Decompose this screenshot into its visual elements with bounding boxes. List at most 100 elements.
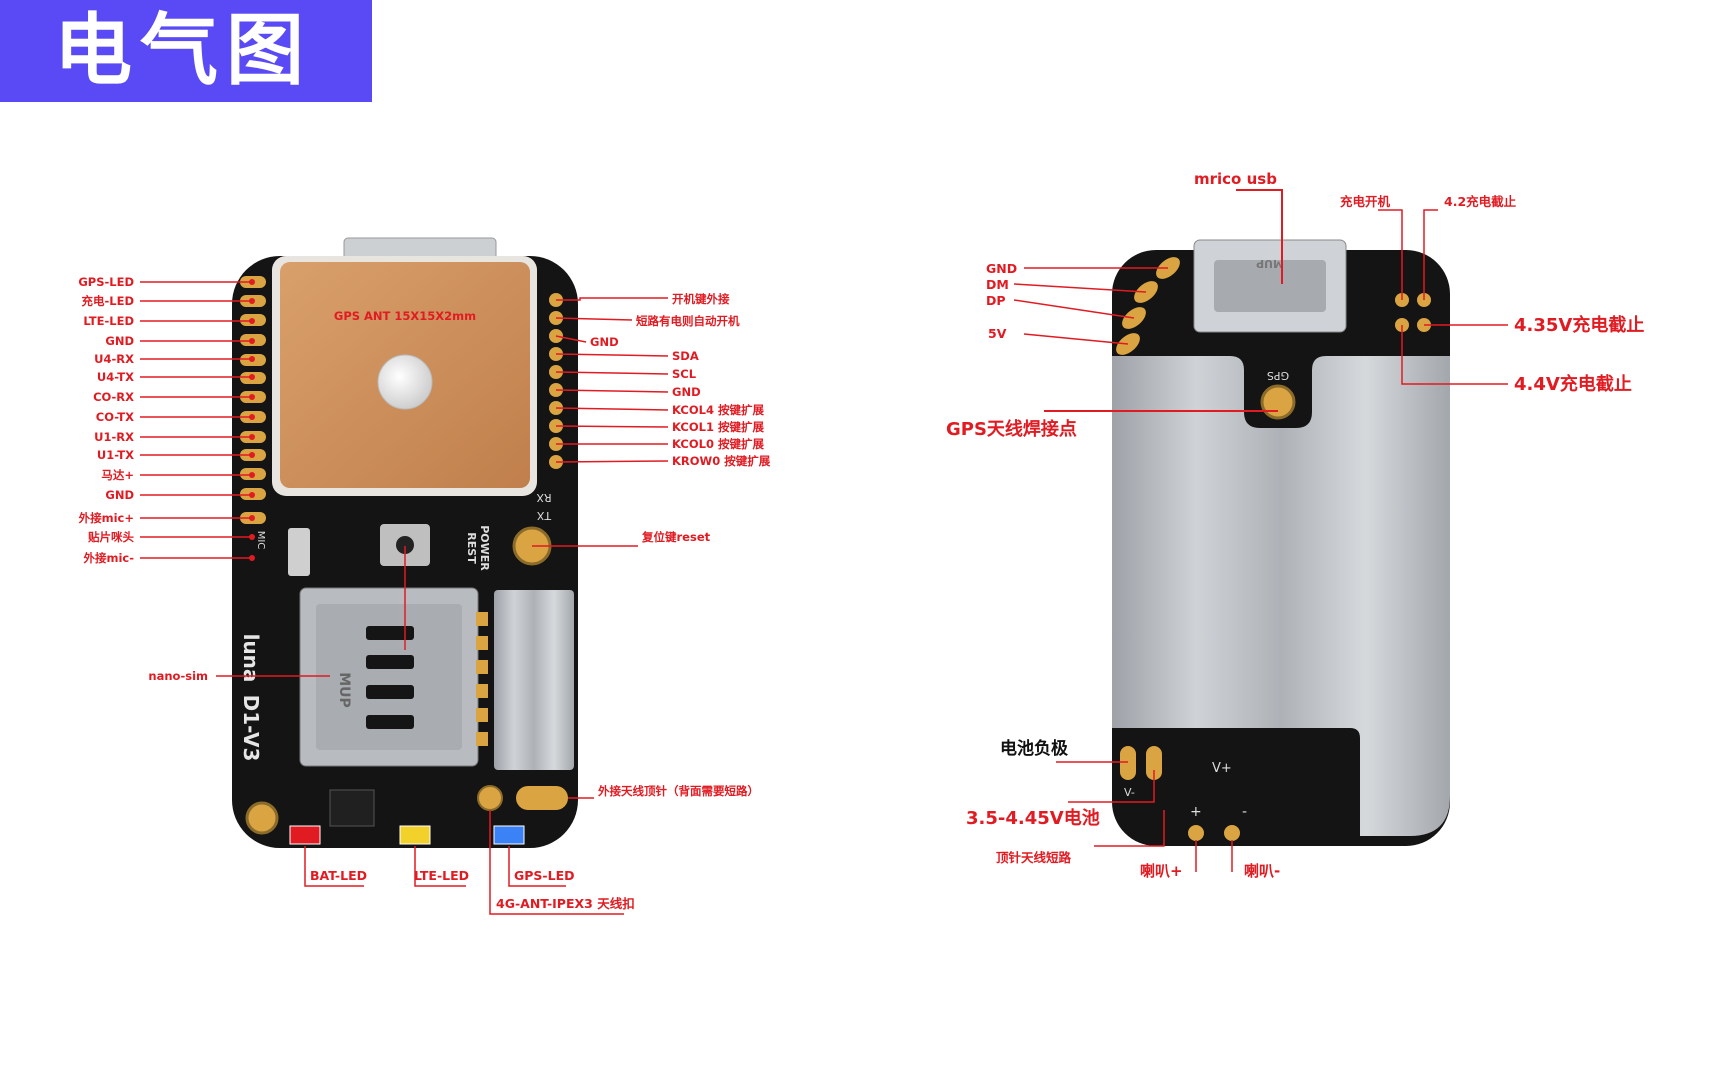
- silk-vminus: V-: [1124, 786, 1135, 799]
- silk-vplus: V+: [1212, 761, 1232, 776]
- silk-usb: MUP: [1256, 257, 1284, 270]
- gps-led: [493, 825, 525, 845]
- front-left-label: 马达+: [101, 468, 134, 482]
- silk-tx: TX: [536, 509, 552, 522]
- leader-dot: [249, 394, 255, 400]
- leader-dot: [249, 338, 255, 344]
- silk-power: POWER: [478, 525, 491, 571]
- label-lte-led: LTE-LED: [414, 868, 469, 883]
- mount-pad: [245, 801, 279, 835]
- label-batt-neg: 电池负极: [1000, 738, 1068, 759]
- label-spk-plus: 喇叭+: [1140, 862, 1183, 880]
- label-back-dp: DP: [986, 293, 1006, 308]
- leader-dot: [249, 356, 255, 362]
- silk-sim: MUP: [336, 672, 352, 708]
- leader-dot: [249, 298, 255, 304]
- front-left-label: GND: [105, 334, 134, 348]
- front-right-label: KCOL1 按键扩展: [672, 420, 764, 434]
- metal-shield: [1112, 356, 1450, 836]
- silk-gps: GPS: [1267, 369, 1289, 382]
- title-banner: 电气图: [0, 0, 372, 102]
- front-right-label: GND: [672, 385, 701, 399]
- label-42: 4.2充电截止: [1444, 194, 1517, 209]
- power-button-cap: [396, 536, 414, 554]
- leader-dot: [249, 534, 255, 540]
- leader-line: [555, 317, 633, 321]
- front-left-labels: GPS-LED充电-LEDLTE-LEDGNDU4-RXU4-TXCO-RXCO…: [78, 275, 406, 683]
- label-435: 4.35V充电截止: [1514, 314, 1644, 336]
- leader-line: [555, 389, 669, 393]
- label-charge-switch: 充电开机: [1340, 194, 1391, 209]
- leader-dot: [249, 452, 255, 458]
- leader-line: [555, 425, 669, 428]
- bottom-ic: [329, 789, 375, 827]
- leader-dot: [249, 434, 255, 440]
- leader-dot: [249, 492, 255, 498]
- front-left-label: CO-TX: [96, 410, 134, 424]
- board-front: GPS ANT 15X15X2mm REST POWER RX TX MIC M…: [232, 237, 578, 848]
- front-right-label: 开机键外接: [672, 292, 730, 306]
- leader-dot: [249, 555, 255, 561]
- leader-dot: [249, 279, 255, 285]
- front-left-label: 外接mic+: [78, 511, 134, 525]
- leader-line: [555, 407, 669, 411]
- front-right-label: SCL: [672, 367, 697, 381]
- leader-dot: [249, 515, 255, 521]
- lte-module-pads: [476, 612, 488, 746]
- leader-line: [555, 335, 587, 343]
- silk-plus: +: [1190, 804, 1202, 820]
- gps-module-text: GPS ANT 15X15X2mm: [334, 309, 476, 323]
- front-left-label: GPS-LED: [78, 275, 134, 289]
- label-mrico-usb: mrico usb: [1194, 170, 1277, 188]
- leader-dot: [249, 374, 255, 380]
- front-right-label: KROW0 按键扩展: [672, 454, 771, 468]
- leader-line: [555, 353, 669, 357]
- bat-led: [289, 825, 321, 845]
- label-44: 4.4V充电截止: [1514, 373, 1632, 395]
- front-right-label: GND: [590, 335, 619, 349]
- label-ant-short: 顶针天线短路: [996, 850, 1072, 865]
- silk-rx: RX: [536, 491, 552, 504]
- label-back-gnd: GND: [986, 261, 1017, 276]
- front-left-label: U4-TX: [97, 370, 134, 384]
- battery-pads: [1120, 746, 1240, 841]
- front-left-label: 贴片咪头: [87, 530, 134, 544]
- lte-led: [399, 825, 431, 845]
- label-gps-pad: GPS天线焊接点: [946, 418, 1077, 440]
- leader-line: [555, 460, 669, 463]
- front-right-label: KCOL0 按键扩展: [672, 437, 764, 451]
- ipex-connector: [477, 785, 503, 811]
- label-back-dm: DM: [986, 277, 1009, 292]
- front-left-label: 外接mic-: [82, 551, 134, 565]
- gps-antenna-solder-pad: [1260, 384, 1296, 420]
- leader-line: [556, 297, 668, 301]
- front-left-label: CO-RX: [93, 390, 134, 404]
- silk-mic: MIC: [255, 531, 266, 550]
- front-left-label: U1-TX: [97, 448, 134, 462]
- silk-minus: -: [1242, 804, 1247, 820]
- label-gps-led: GPS-LED: [514, 868, 575, 883]
- leader-dot: [249, 414, 255, 420]
- leader-dot: [249, 472, 255, 478]
- silk-model: D1-V3: [239, 695, 263, 762]
- leader-line: [555, 371, 669, 375]
- front-left-label: U4-RX: [94, 352, 134, 366]
- label-back-5v: 5V: [988, 326, 1007, 341]
- sim-contacts: [366, 626, 414, 729]
- leader-dot: [249, 318, 255, 324]
- label-4g-ant: 4G-ANT-IPEX3 天线扣: [496, 896, 635, 911]
- ext-antenna-pin-pad: [516, 786, 568, 810]
- label-nano-sim: nano-sim: [148, 669, 208, 683]
- page-title: 电气图: [54, 6, 313, 96]
- back-labels: mrico usb 充电开机 4.2充电截止 4.35V充电截止 4.4V充电截…: [946, 170, 1644, 880]
- front-left-label: 充电-LED: [81, 294, 134, 308]
- front-bottom-labels: BAT-LED LTE-LED GPS-LED 4G-ANT-IPEX3 天线扣: [304, 810, 635, 915]
- label-spk-minus: 喇叭-: [1244, 862, 1280, 880]
- front-right-label: KCOL4 按键扩展: [672, 403, 764, 417]
- lte-module-shield: [494, 590, 574, 770]
- silk-reset: REST: [465, 532, 478, 564]
- gps-feed-point: [377, 354, 433, 410]
- board-back: MUP GPS V+ V- + -: [1112, 239, 1450, 846]
